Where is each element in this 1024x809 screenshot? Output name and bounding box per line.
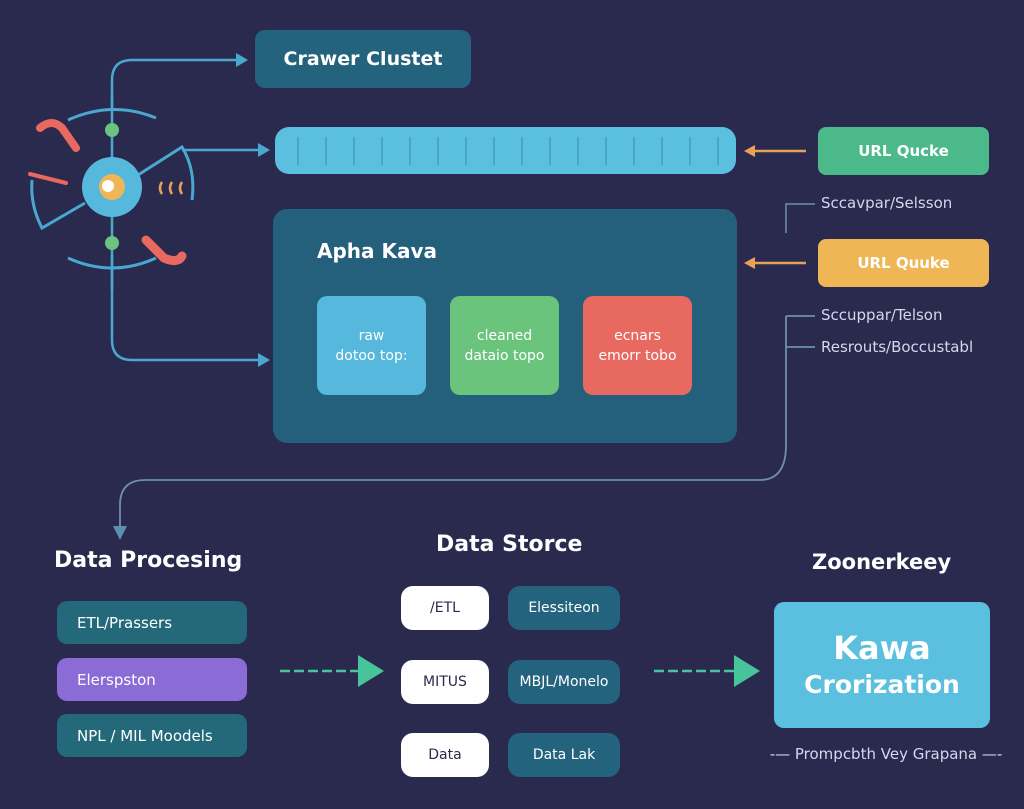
topic-line1: raw <box>358 327 385 344</box>
processing-to-storage-head <box>358 655 384 687</box>
visualization-title: Zoonerkeey <box>812 550 952 574</box>
topic-line2: emorr tobo <box>598 347 677 364</box>
processing-item-ml-models[interactable]: NPL / MIL Moodels <box>57 714 247 757</box>
processing-item-etl[interactable]: ETL/Prassers <box>57 601 247 644</box>
bracket-line-1 <box>785 203 815 233</box>
bracket-line-2 <box>119 315 815 528</box>
url-queue-yellow[interactable]: URL Quuke <box>818 239 989 287</box>
kafka-title: Apha Kava <box>317 239 438 263</box>
queue-slot-tick <box>437 137 439 165</box>
message-queue-bar[interactable] <box>275 127 736 174</box>
visualization-node[interactable]: Kawa Crorization <box>774 602 990 728</box>
topic-line2: dotoo top: <box>335 347 408 364</box>
url-queue-label: URL Qucke <box>858 142 949 160</box>
monitoring-label: -— Prompcbth Vey Grapana —- <box>769 745 1003 763</box>
queue-slot-tick <box>465 137 467 165</box>
storage-left-3[interactable]: Data <box>401 733 489 777</box>
side-label-scheduler: Sccavpar/Selsson <box>821 194 953 212</box>
queue-slot-tick <box>633 137 635 165</box>
crawler-cluster-label: Crawer Clustet <box>283 48 443 70</box>
storage-label: Data Lak <box>532 747 596 763</box>
processing-item-label: ETL/Prassers <box>77 613 173 632</box>
arrow-head-cluster <box>236 53 248 67</box>
kafka-panel: Apha Kava raw dotoo top: cleaned dataio … <box>273 209 737 443</box>
arrow-head-kafka <box>258 353 270 367</box>
storage-to-viz-head <box>734 655 760 687</box>
processing-item-elasticsearch[interactable]: Elerspston <box>57 658 247 701</box>
storage-label: Data <box>428 747 462 763</box>
queue-slot-tick <box>661 137 663 165</box>
url-queue-green[interactable]: URL Qucke <box>818 127 989 175</box>
queue-slot-tick <box>549 137 551 165</box>
queue-slot-tick <box>605 137 607 165</box>
topic-line1: cleaned <box>476 327 533 344</box>
processing-title: Data Procesing <box>54 548 243 573</box>
arrow-head-processing <box>113 526 127 540</box>
crawler-radar-icon <box>28 95 195 290</box>
arrow-head-queue <box>258 143 270 157</box>
queue-slot-tick <box>297 137 299 165</box>
visualization-line1: Kawa <box>833 629 931 667</box>
topic-errors[interactable]: ecnars emorr tobo <box>583 296 692 395</box>
queue-slot-tick <box>409 137 411 165</box>
queue2-arrow-head <box>744 257 755 269</box>
visualization-line2: Crorization <box>804 670 960 699</box>
topic-line1: ecnars <box>614 327 661 344</box>
queue-slot-tick <box>381 137 383 165</box>
storage-left-1[interactable]: /ETL <box>401 586 489 630</box>
storage-label: Elessiteon <box>528 600 600 616</box>
url-queue-label: URL Quuke <box>857 254 950 272</box>
topic-raw[interactable]: raw dotoo top: <box>317 296 426 395</box>
queue-slot-tick <box>717 137 719 165</box>
queue-slot-tick <box>521 137 523 165</box>
storage-right-3[interactable]: Data Lak <box>508 733 620 777</box>
queue-slot-tick <box>689 137 691 165</box>
queue-slot-tick <box>325 137 327 165</box>
queue-slot-tick <box>353 137 355 165</box>
storage-label: MBJL/Monelo <box>519 674 609 690</box>
storage-label: /ETL <box>430 600 460 616</box>
queue-slot-tick <box>577 137 579 165</box>
crawler-to-cluster-wire <box>110 58 242 108</box>
side-label-results: Resrouts/Boccustabl <box>821 338 974 356</box>
crawler-cluster-node[interactable]: Crawer Clustet <box>255 30 471 88</box>
storage-title: Data Storce <box>436 532 583 557</box>
topic-line2: dataio topo <box>464 347 545 364</box>
queue1-arrow-head <box>744 145 755 157</box>
side-label-scraper: Sccuppar/Telson <box>821 306 943 324</box>
processing-item-label: Elerspston <box>77 670 156 689</box>
crawler-to-kafka-wire <box>110 255 262 362</box>
processing-item-label: NPL / MIL Moodels <box>77 726 213 745</box>
storage-right-2[interactable]: MBJL/Monelo <box>508 660 620 704</box>
topic-cleaned[interactable]: cleaned dataio topo <box>450 296 559 395</box>
storage-left-2[interactable]: MITUS <box>401 660 489 704</box>
storage-right-1[interactable]: Elessiteon <box>508 586 620 630</box>
storage-label: MITUS <box>423 674 467 690</box>
queue-slot-tick <box>493 137 495 165</box>
